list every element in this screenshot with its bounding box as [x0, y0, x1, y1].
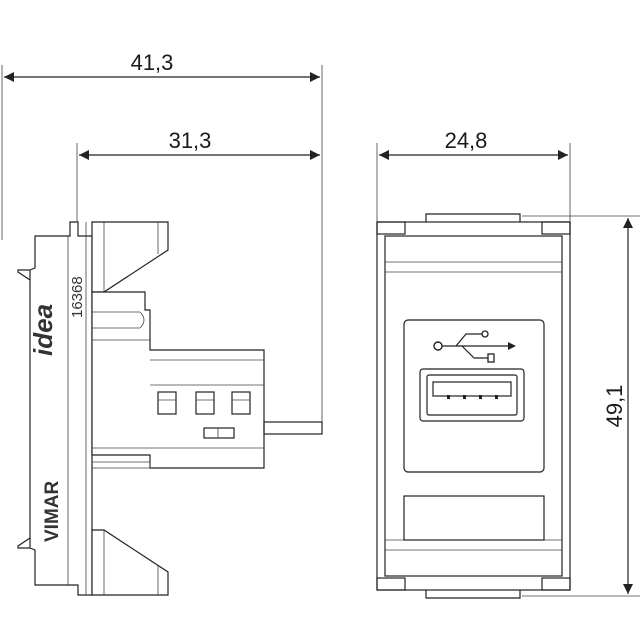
- front-view: [376, 213, 571, 599]
- terminal-screws: [157, 391, 251, 415]
- dimension-body-depth: 31,3: [76, 128, 320, 222]
- dimension-overall-depth: 41,3: [1, 50, 323, 430]
- usb-a-socket: [419, 368, 525, 422]
- dimension-label-height: 49,1: [602, 385, 627, 428]
- side-view: idea 16368 VIMAR: [17, 221, 323, 596]
- brand-logo: idea: [28, 304, 58, 356]
- dimension-height: 49,1: [522, 215, 640, 597]
- product-code: 16368: [69, 276, 86, 318]
- dimension-width: 24,8: [376, 128, 571, 222]
- dimension-label-overall-depth: 41,3: [131, 50, 174, 75]
- usb-trident-icon: [433, 330, 516, 363]
- dimension-label-body-depth: 31,3: [169, 128, 212, 153]
- dimension-label-width: 24,8: [445, 128, 488, 153]
- manufacturer-label: VIMAR: [42, 481, 63, 543]
